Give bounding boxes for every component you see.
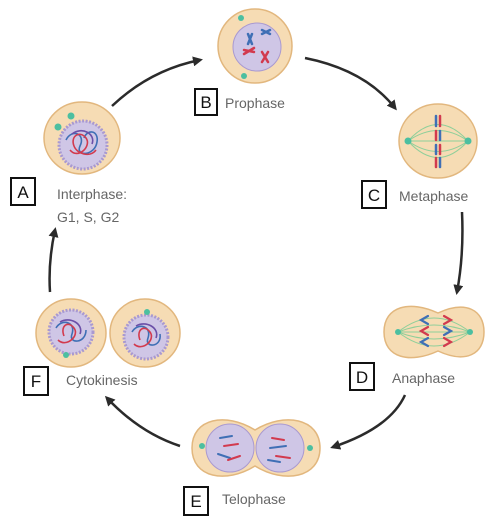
arrow-anaphase-to-telophase (330, 394, 407, 450)
telophase-label: Telophase (222, 491, 286, 507)
daughter-cell-right (109, 298, 181, 368)
centrosome-icon (144, 309, 150, 315)
prophase-label: Prophase (225, 95, 285, 111)
anaphase-label: Anaphase (392, 370, 455, 386)
interphase-label-line2: G1, S, G2 (57, 209, 119, 225)
letter-box-d: D (349, 362, 375, 391)
daughter-cell-left (35, 298, 107, 368)
metaphase-spindle (407, 124, 469, 158)
centrosome-icon (404, 137, 412, 145)
metaphase-cell (398, 103, 478, 179)
letter-box-f: F (23, 366, 49, 396)
centrosome-icon (307, 445, 313, 451)
stage-label-telophase: E Telophase (183, 486, 286, 516)
letter-d: D (356, 368, 368, 387)
stage-label-prophase: B Prophase (194, 88, 285, 116)
cycle-arrows (48, 56, 464, 450)
anaphase-cell (383, 305, 485, 359)
stage-label-interphase: A Interphase: G1, S, G2 (10, 177, 127, 225)
interphase-cell (43, 101, 121, 175)
centrosome-icon (395, 329, 401, 335)
stage-label-cytokinesis: F Cytokinesis (23, 366, 138, 396)
centrosome-icon (199, 443, 205, 449)
centrosome-icon (67, 112, 75, 120)
anaphase-chromosomes (418, 314, 454, 348)
arrow-metaphase-to-anaphase (453, 211, 464, 295)
metaphase-chromosomes (434, 114, 442, 169)
arrow-interphase-to-prophase (111, 56, 203, 107)
telophase-cell (191, 419, 321, 477)
prophase-nucleus (232, 22, 282, 72)
telophase-nucleus-left (205, 423, 255, 473)
cytokinesis-label: Cytokinesis (66, 372, 138, 388)
anaphase-spindle (397, 317, 471, 347)
interphase-chromatin (65, 129, 98, 156)
prophase-chromosomes (242, 28, 272, 64)
letter-box-b: B (194, 88, 218, 116)
letter-e: E (190, 492, 201, 511)
stage-label-metaphase: C Metaphase (361, 180, 468, 209)
centrosome-icon (241, 73, 247, 79)
stage-label-anaphase: D Anaphase (349, 362, 455, 391)
metaphase-label: Metaphase (399, 188, 468, 204)
letter-box-a: A (10, 177, 36, 206)
telophase-nucleus-right (255, 423, 305, 473)
arrow-telophase-to-cytokinesis (104, 395, 181, 448)
letter-f: F (31, 372, 41, 391)
centrosome-icon (464, 137, 472, 145)
centrosome-icon (63, 352, 69, 358)
cytokinesis-cells (35, 298, 181, 368)
letter-box-c: C (361, 180, 387, 209)
centrosome-icon (238, 15, 244, 21)
centrosome-icon (54, 123, 62, 131)
arrow-cytokinesis-to-interphase (48, 227, 59, 293)
letter-c: C (368, 186, 380, 205)
telophase-chromosomes (217, 435, 291, 463)
arrow-prophase-to-metaphase (304, 56, 397, 111)
letter-b: B (200, 93, 211, 112)
interphase-nucleus (57, 119, 109, 171)
letter-a: A (17, 183, 29, 202)
prophase-cell (217, 8, 293, 84)
interphase-label-line1: Interphase: (57, 186, 127, 202)
letter-box-e: E (183, 486, 209, 516)
centrosome-icon (467, 329, 473, 335)
